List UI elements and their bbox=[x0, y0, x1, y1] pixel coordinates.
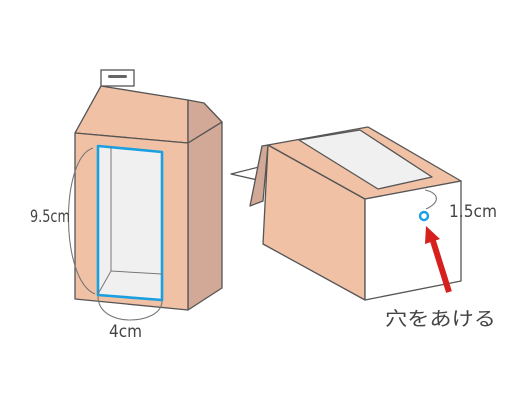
window-inner-bottom bbox=[110, 270, 163, 275]
top-window bbox=[298, 129, 433, 190]
hole-offset-curve bbox=[424, 189, 437, 210]
width-label: 4cm bbox=[109, 322, 142, 342]
carton-end-face bbox=[364, 180, 462, 301]
height-label: 9.5cm bbox=[30, 207, 70, 227]
red-arrow-shaft bbox=[430, 240, 452, 293]
width-dimension-curve bbox=[97, 295, 163, 321]
hole-marker-icon bbox=[418, 210, 430, 222]
carton-side-face bbox=[187, 121, 223, 311]
hole-offset-label: 1.5cm bbox=[449, 202, 497, 222]
red-arrow-icon bbox=[425, 226, 440, 244]
height-dimension-curve bbox=[67, 147, 96, 295]
hanger-slot bbox=[108, 75, 127, 78]
window-opening bbox=[96, 144, 164, 302]
make-hole-instruction: 穴をあける bbox=[385, 308, 496, 330]
carton-roof bbox=[249, 144, 269, 207]
lying-carton: 1.5cm 穴をあける bbox=[230, 126, 497, 330]
upright-carton: 9.5cm 4cm bbox=[30, 69, 223, 342]
